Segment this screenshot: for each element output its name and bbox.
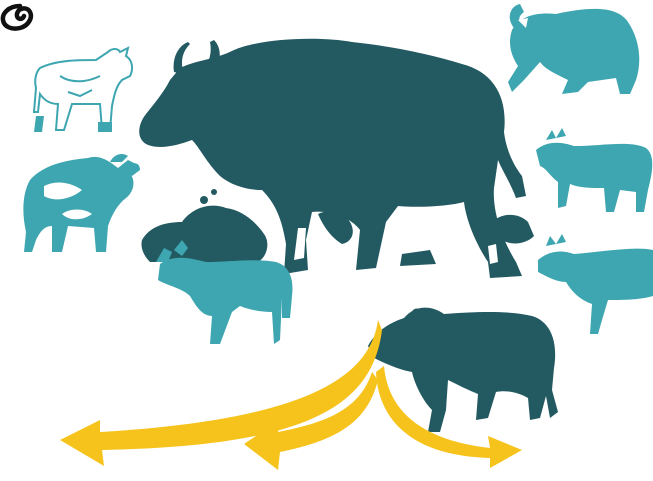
cattle-right-silhouette [538, 234, 653, 334]
gayal-silhouette [23, 154, 140, 252]
gayal-right-silhouette [536, 128, 652, 212]
banteng-silhouette [34, 48, 132, 130]
spiral-logo-icon[interactable] [3, 6, 31, 29]
yak-silhouette [508, 4, 639, 94]
arrow-left-long [60, 320, 382, 466]
